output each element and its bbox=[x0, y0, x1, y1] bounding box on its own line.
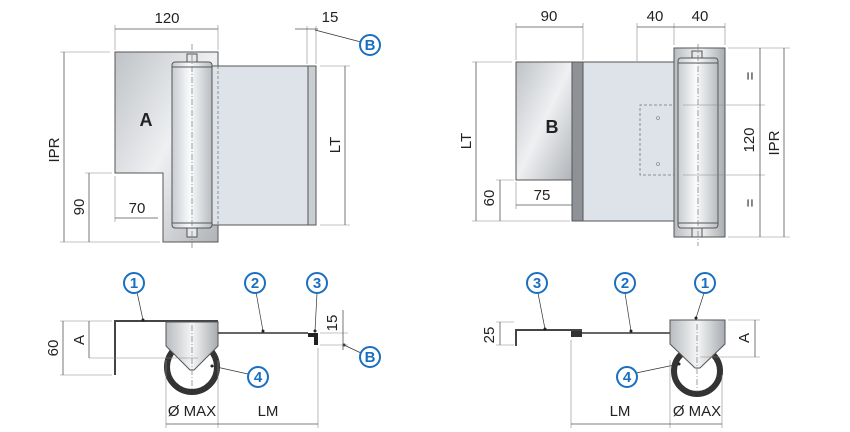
hinge-b-front-view: B 90 40 40 LT 60 75 = 120 = IPR bbox=[458, 8, 790, 246]
bracket bbox=[114, 320, 218, 375]
svg-text:4: 4 bbox=[254, 369, 263, 386]
dim-120: 120 bbox=[741, 127, 758, 152]
svg-text:1: 1 bbox=[701, 275, 709, 292]
dim-a: A bbox=[736, 333, 753, 343]
dim-equal-bottom: = bbox=[742, 198, 759, 207]
strip-profile bbox=[571, 331, 582, 337]
plate-a-label: A bbox=[140, 110, 153, 130]
dim-lt: LT bbox=[458, 133, 475, 149]
dim-equal-top: = bbox=[742, 71, 759, 80]
dim-25: 25 bbox=[481, 327, 498, 344]
dim-120: 120 bbox=[154, 10, 179, 27]
dim-lt: LT bbox=[327, 137, 344, 153]
dim-90: 90 bbox=[541, 8, 558, 25]
svg-text:3: 3 bbox=[533, 275, 541, 292]
callout-1: 1 bbox=[694, 272, 716, 294]
dim-ipr: IPR bbox=[766, 130, 783, 155]
dim-70: 70 bbox=[129, 200, 146, 217]
plate-b-label: B bbox=[546, 117, 559, 137]
callout-2: 2 bbox=[244, 272, 266, 294]
dim-diameter-max: Ø MAX bbox=[168, 403, 216, 420]
dim-lm: LM bbox=[610, 403, 631, 420]
door-leaf bbox=[582, 61, 676, 222]
dim-a: A bbox=[71, 335, 88, 345]
leaf-edge bbox=[307, 65, 317, 226]
door-leaf bbox=[211, 65, 309, 226]
dim-40-right: 40 bbox=[692, 8, 709, 25]
svg-text:3: 3 bbox=[313, 275, 321, 292]
callout-3: 3 bbox=[526, 272, 548, 294]
dim-15: 15 bbox=[322, 9, 339, 26]
hinge-a-section-view: 1 2 3 4 B 60 A 15 Ø MAX LM bbox=[45, 272, 381, 428]
dim-60: 60 bbox=[45, 340, 62, 357]
plate-b bbox=[515, 61, 573, 181]
hinge-a-front-view: A 120 15 B LT IPR 90 70 bbox=[46, 9, 381, 248]
callout-b: B bbox=[359, 346, 381, 368]
callout-2: 2 bbox=[614, 272, 636, 294]
hinge-b-section-view: 3 2 1 4 25 A LM Ø MAX bbox=[481, 272, 760, 428]
dim-ipr: IPR bbox=[46, 137, 63, 162]
dim-90: 90 bbox=[71, 199, 88, 216]
plate-strip bbox=[571, 61, 584, 222]
svg-text:B: B bbox=[365, 37, 376, 54]
svg-text:B: B bbox=[365, 349, 376, 366]
callout-4: 4 bbox=[616, 366, 638, 388]
callout-b: B bbox=[359, 34, 381, 56]
dim-15: 15 bbox=[324, 315, 341, 332]
dim-lm: LM bbox=[258, 403, 279, 420]
svg-text:4: 4 bbox=[623, 369, 632, 386]
svg-text:2: 2 bbox=[251, 275, 259, 292]
callout-1: 1 bbox=[123, 272, 145, 294]
svg-text:2: 2 bbox=[621, 275, 629, 292]
callout-3: 3 bbox=[306, 272, 328, 294]
svg-text:1: 1 bbox=[130, 275, 138, 292]
edge-profile bbox=[308, 333, 318, 345]
caster-housing bbox=[669, 319, 726, 369]
dim-60: 60 bbox=[481, 190, 498, 207]
bracket bbox=[515, 329, 582, 346]
dim-diameter-max: Ø MAX bbox=[673, 403, 721, 420]
callout-4: 4 bbox=[247, 366, 269, 388]
dim-75: 75 bbox=[534, 187, 551, 204]
dim-40-left: 40 bbox=[647, 8, 664, 25]
